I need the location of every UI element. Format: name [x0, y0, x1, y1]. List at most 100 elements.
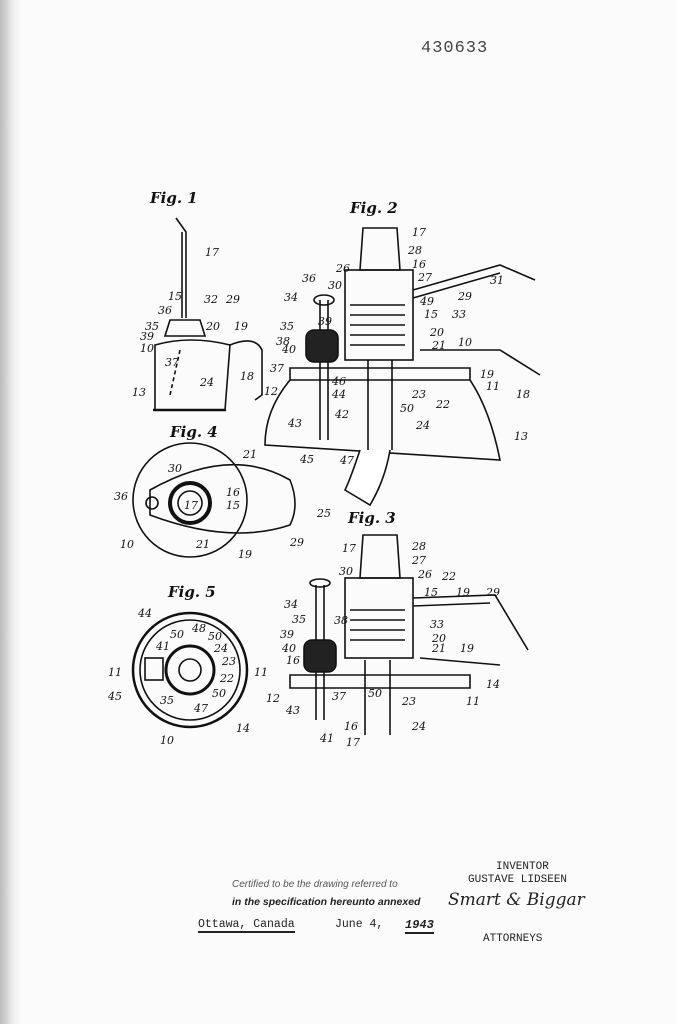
fig3-reference-numeral: 16 — [286, 654, 300, 667]
fig2-reference-numeral: 38 — [276, 335, 290, 348]
fig2-reference-numeral: 50 — [400, 402, 414, 415]
certification-date: June 4, — [335, 918, 384, 931]
fig4-reference-numeral: 16 — [226, 486, 240, 499]
fig5-reference-numeral: 14 — [236, 722, 250, 735]
fig4-reference-numeral: 36 — [114, 490, 128, 503]
fig3-reference-numeral: 11 — [466, 695, 480, 708]
fig5-reference-numeral: 23 — [221, 655, 236, 668]
fig2-reference-numeral: 15 — [424, 308, 438, 321]
fig3-reference-numeral: 26 — [417, 568, 432, 581]
fig3-reference-numeral: 15 — [424, 586, 438, 599]
fig1-reference-numeral: 17 — [205, 246, 219, 259]
fig2-reference-numeral: 26 — [335, 262, 350, 275]
fig3-reference-numeral: 33 — [430, 618, 444, 631]
fig3-reference-numeral: 21 — [431, 642, 446, 655]
fig2-reference-numeral: 35 — [280, 320, 294, 333]
fig4-reference-numeral: 30 — [168, 462, 182, 475]
fig3-reference-numeral: 39 — [280, 628, 294, 641]
fig5-reference-numeral: 22 — [219, 672, 234, 685]
fig2-reference-numeral: 33 — [452, 308, 466, 321]
fig5-reference-numeral: 11 — [254, 666, 268, 679]
certification-line-1: Certified to be the drawing referred to — [232, 879, 398, 890]
fig2-reference-numeral: 37 — [270, 362, 284, 375]
figure-4: Fig. 4 — [132, 423, 296, 558]
fig1-reference-numeral: 15 — [168, 290, 182, 303]
fig2-label: Fig. 2 — [349, 199, 398, 217]
fig3-label: Fig. 3 — [347, 509, 396, 527]
certification-line-2: in the specification hereunto annexed — [232, 896, 421, 908]
scan-edge-shadow — [0, 0, 22, 1024]
fig2-reference-numeral: 36 — [302, 272, 316, 285]
fig2-reference-numeral: 20 — [429, 326, 444, 339]
inventor-heading: INVENTOR — [496, 861, 549, 873]
fig5-reference-numeral: 24 — [213, 642, 228, 655]
fig2-reference-numeral: 27 — [417, 271, 432, 284]
fig4-label: Fig. 4 — [169, 423, 218, 441]
fig4-reference-numeral: 21 — [195, 538, 210, 551]
fig2-reference-numeral: 43 — [287, 417, 302, 430]
fig2-reference-numeral: 21 — [431, 339, 446, 352]
fig2-reference-numeral: 18 — [516, 388, 530, 401]
fig5-reference-numeral: 44 — [137, 607, 152, 620]
fig5-label: Fig. 5 — [167, 583, 216, 601]
fig2-reference-numeral: 16 — [412, 258, 426, 271]
fig3-reference-numeral: 19 — [460, 642, 474, 655]
fig5-reference-numeral: 10 — [160, 734, 174, 747]
fig3-reference-numeral: 29 — [485, 586, 500, 599]
fig2-reference-numeral: 31 — [490, 274, 504, 287]
fig2-reference-numeral: 24 — [415, 419, 430, 432]
fig3-reference-numeral: 24 — [411, 720, 426, 733]
fig3-reference-numeral: 35 — [292, 613, 306, 626]
fig4-reference-numeral: 10 — [120, 538, 134, 551]
fig2-reference-numeral: 34 — [284, 291, 298, 304]
fig1-reference-numeral: 20 — [205, 320, 220, 333]
fig2-reference-numeral: 25 — [316, 507, 331, 520]
fig2-reference-numeral: 47 — [339, 454, 354, 467]
fig5-reference-numeral: 47 — [193, 702, 208, 715]
fig2-reference-numeral: 12 — [264, 385, 278, 398]
figure-2: Fig. 2 — [264, 199, 541, 507]
fig3-reference-numeral: 20 — [431, 632, 446, 645]
figure-5: Fig. 5 — [131, 583, 249, 729]
fig5-reference-numeral: 41 — [155, 640, 170, 653]
fig1-label: Fig. 1 — [149, 189, 198, 207]
fig2-reference-numeral: 28 — [407, 244, 422, 257]
fig2-reference-numeral: 49 — [419, 295, 434, 308]
patent-number: 430633 — [421, 39, 489, 58]
fig2-reference-numeral: 29 — [457, 290, 472, 303]
attorney-signature: Smart & Biggar — [448, 890, 585, 910]
fig3-reference-numeral: 16 — [344, 720, 358, 733]
fig3-reference-numeral: 23 — [401, 695, 416, 708]
fig5-reference-numeral: 35 — [160, 694, 174, 707]
fig4-reference-numeral: 21 — [242, 448, 257, 461]
fig2-reference-numeral: 23 — [411, 388, 426, 401]
fig3-reference-numeral: 19 — [456, 586, 470, 599]
fig3-reference-numeral: 17 — [346, 736, 360, 749]
fig5-reference-numeral: 48 — [191, 622, 206, 635]
fig5-reference-numeral: 11 — [108, 666, 122, 679]
attorneys-heading: ATTORNEYS — [483, 933, 543, 945]
inventor-name: GUSTAVE LIDSEEN — [468, 874, 568, 886]
fig3-reference-numeral: 14 — [486, 678, 500, 691]
fig1-reference-numeral: 19 — [234, 320, 248, 333]
fig3-reference-numeral: 28 — [411, 540, 426, 553]
fig4-reference-numeral: 15 — [226, 499, 240, 512]
fig1-reference-numeral: 32 — [204, 293, 218, 306]
certification-year: 1943 — [405, 918, 434, 934]
fig1-reference-numeral: 13 — [132, 386, 146, 399]
fig2-reference-numeral: 45 — [299, 453, 314, 466]
fig3-reference-numeral: 43 — [285, 704, 300, 717]
fig4-reference-numeral: 19 — [238, 548, 252, 561]
fig2-reference-numeral: 22 — [435, 398, 450, 411]
fig3-reference-numeral: 27 — [411, 554, 426, 567]
fig5-reference-numeral: 45 — [107, 690, 122, 703]
figure-1: Fig. 1 — [149, 189, 263, 412]
fig2-reference-numeral: 44 — [331, 388, 346, 401]
fig4-reference-numeral: 17 — [184, 499, 198, 512]
fig5-reference-numeral: 50 — [208, 630, 222, 643]
fig2-reference-numeral: 46 — [331, 375, 346, 388]
fig3-reference-numeral: 17 — [342, 542, 356, 555]
fig1-reference-numeral: 18 — [240, 370, 254, 383]
fig3-reference-numeral: 22 — [441, 570, 456, 583]
fig1-reference-numeral: 35 — [145, 320, 159, 333]
